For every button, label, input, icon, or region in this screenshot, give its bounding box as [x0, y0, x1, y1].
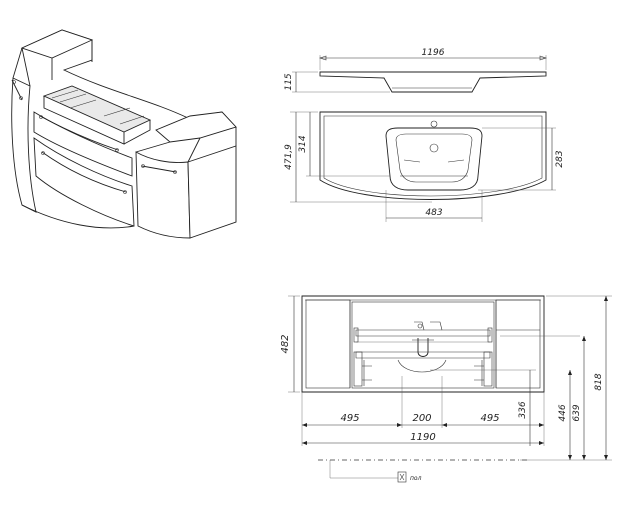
- dim-top-depth: 471,9: [284, 144, 294, 170]
- dim-bowl-width: 483: [425, 208, 442, 218]
- dim-mount-top: 818: [594, 373, 604, 390]
- dim-total-width: 1190: [410, 432, 435, 443]
- dim-left-module: 495: [340, 413, 359, 424]
- isometric-cabinet-view: [11, 29, 237, 239]
- top-view-section: 1196 115 471,9 314 283: [284, 48, 565, 222]
- dim-mount-low: 446: [558, 404, 568, 421]
- dim-right-module: 495: [480, 413, 499, 424]
- dim-drain-height: 336: [518, 401, 528, 418]
- dim-mount-mid: 639: [572, 404, 582, 421]
- front-view-section: 482 495 200 495 1190 пол 336 446: [280, 295, 612, 483]
- dim-bowl-offset: 314: [298, 135, 308, 152]
- dim-top-thickness: 115: [284, 73, 294, 90]
- dim-top-width: 1196: [422, 48, 445, 58]
- floor-label: пол: [410, 475, 422, 482]
- dim-front-height: 482: [280, 334, 291, 353]
- dim-bowl-depth: 283: [555, 150, 565, 167]
- dim-center-module: 200: [412, 413, 431, 424]
